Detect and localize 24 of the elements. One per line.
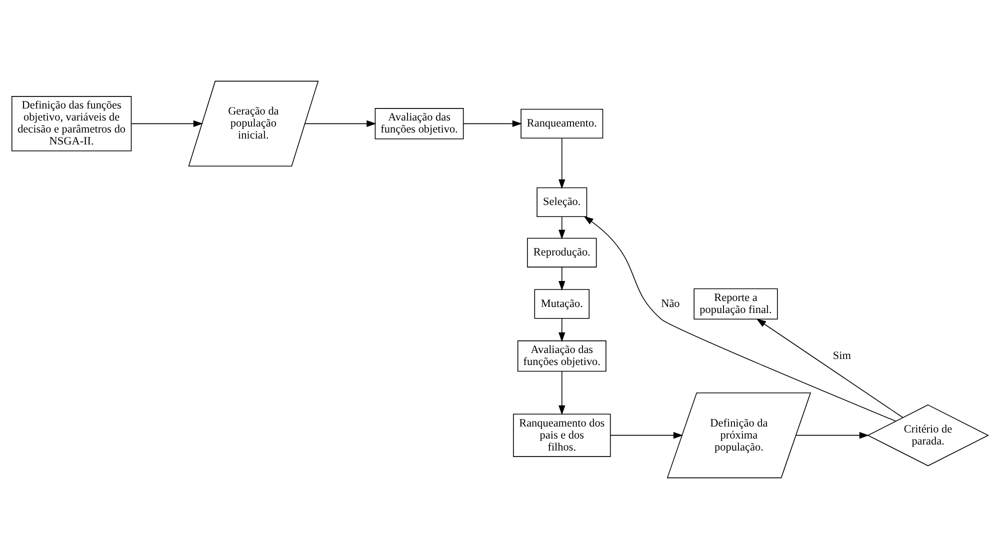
node-box: Ranqueamento.: [520, 108, 604, 138]
arrow: [558, 370, 566, 415]
arrow: [558, 318, 566, 342]
node-box: Reprodução.: [527, 237, 597, 267]
node-box: Seleção.: [536, 186, 588, 216]
node-box: Ranqueamento dos pais e dos filhos.: [513, 413, 611, 456]
arrow: [584, 216, 896, 422]
edge-label: Não: [661, 297, 680, 310]
edge-label: Sim: [832, 349, 851, 362]
arrow: [304, 120, 376, 127]
arrow: [558, 137, 566, 188]
node-box: Reporte a população final.: [694, 288, 778, 320]
arrow: [558, 216, 566, 239]
arrow: [463, 120, 522, 127]
arrow: [756, 318, 904, 418]
arrow: [131, 120, 203, 127]
node-box: Mutação.: [534, 288, 590, 318]
arrow: [796, 431, 869, 438]
node-box: Avaliação das funções objetivo.: [374, 108, 464, 139]
node-box: Definição das funções objetivo, variáveis de decisão e parâmetros do NSGA-II.: [11, 96, 132, 151]
node-box: Avaliação das funções objetivo.: [517, 340, 606, 372]
arrow: [610, 431, 684, 438]
arrow: [558, 266, 566, 290]
node-diamond: Critério de parada.: [867, 404, 990, 466]
